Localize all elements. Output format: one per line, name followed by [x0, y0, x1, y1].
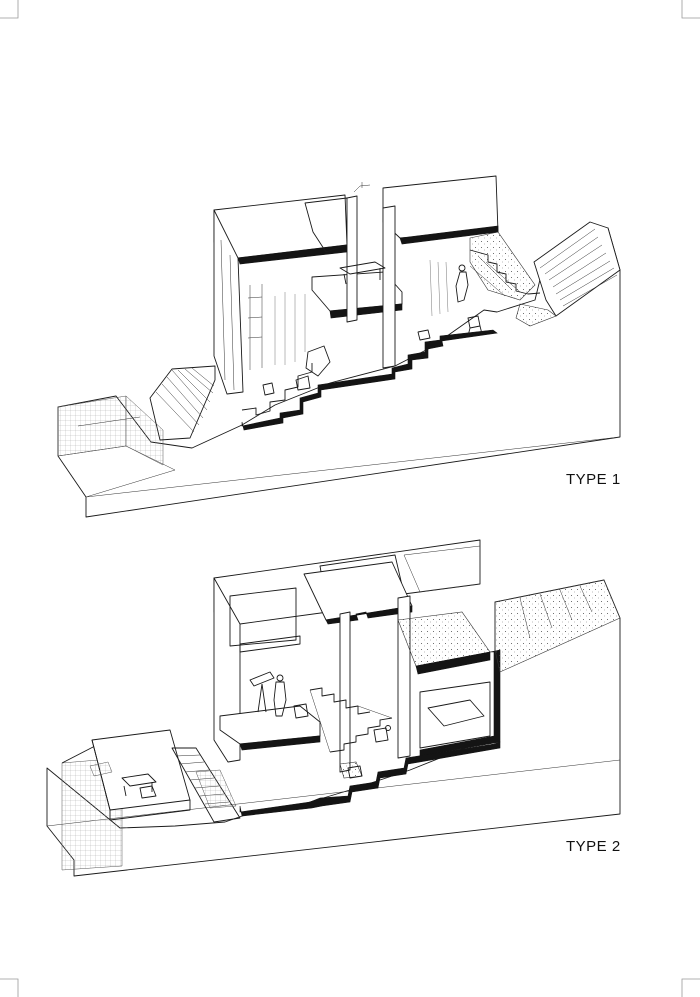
type1-label: TYPE 1 [566, 471, 621, 488]
type2-section-drawing [46, 539, 621, 877]
type2-label: TYPE 2 [566, 838, 621, 855]
type1-section-drawing [57, 175, 621, 518]
type2-furniture [249, 671, 391, 779]
type2-front-stair [171, 747, 241, 823]
type2-interior-stair [309, 687, 393, 779]
type1-rear-stair [515, 221, 621, 327]
type1-floor-steps [241, 329, 498, 431]
type2-terrace-furniture [121, 773, 157, 799]
type1-front-stair [149, 365, 216, 441]
type1-furniture [262, 261, 483, 396]
type2-floor-steps [239, 741, 501, 817]
type1-terrain-block [57, 227, 621, 518]
type1-interior-stair [469, 231, 541, 301]
type2-rear-stair [494, 579, 621, 673]
type1-entry-court [57, 395, 164, 466]
